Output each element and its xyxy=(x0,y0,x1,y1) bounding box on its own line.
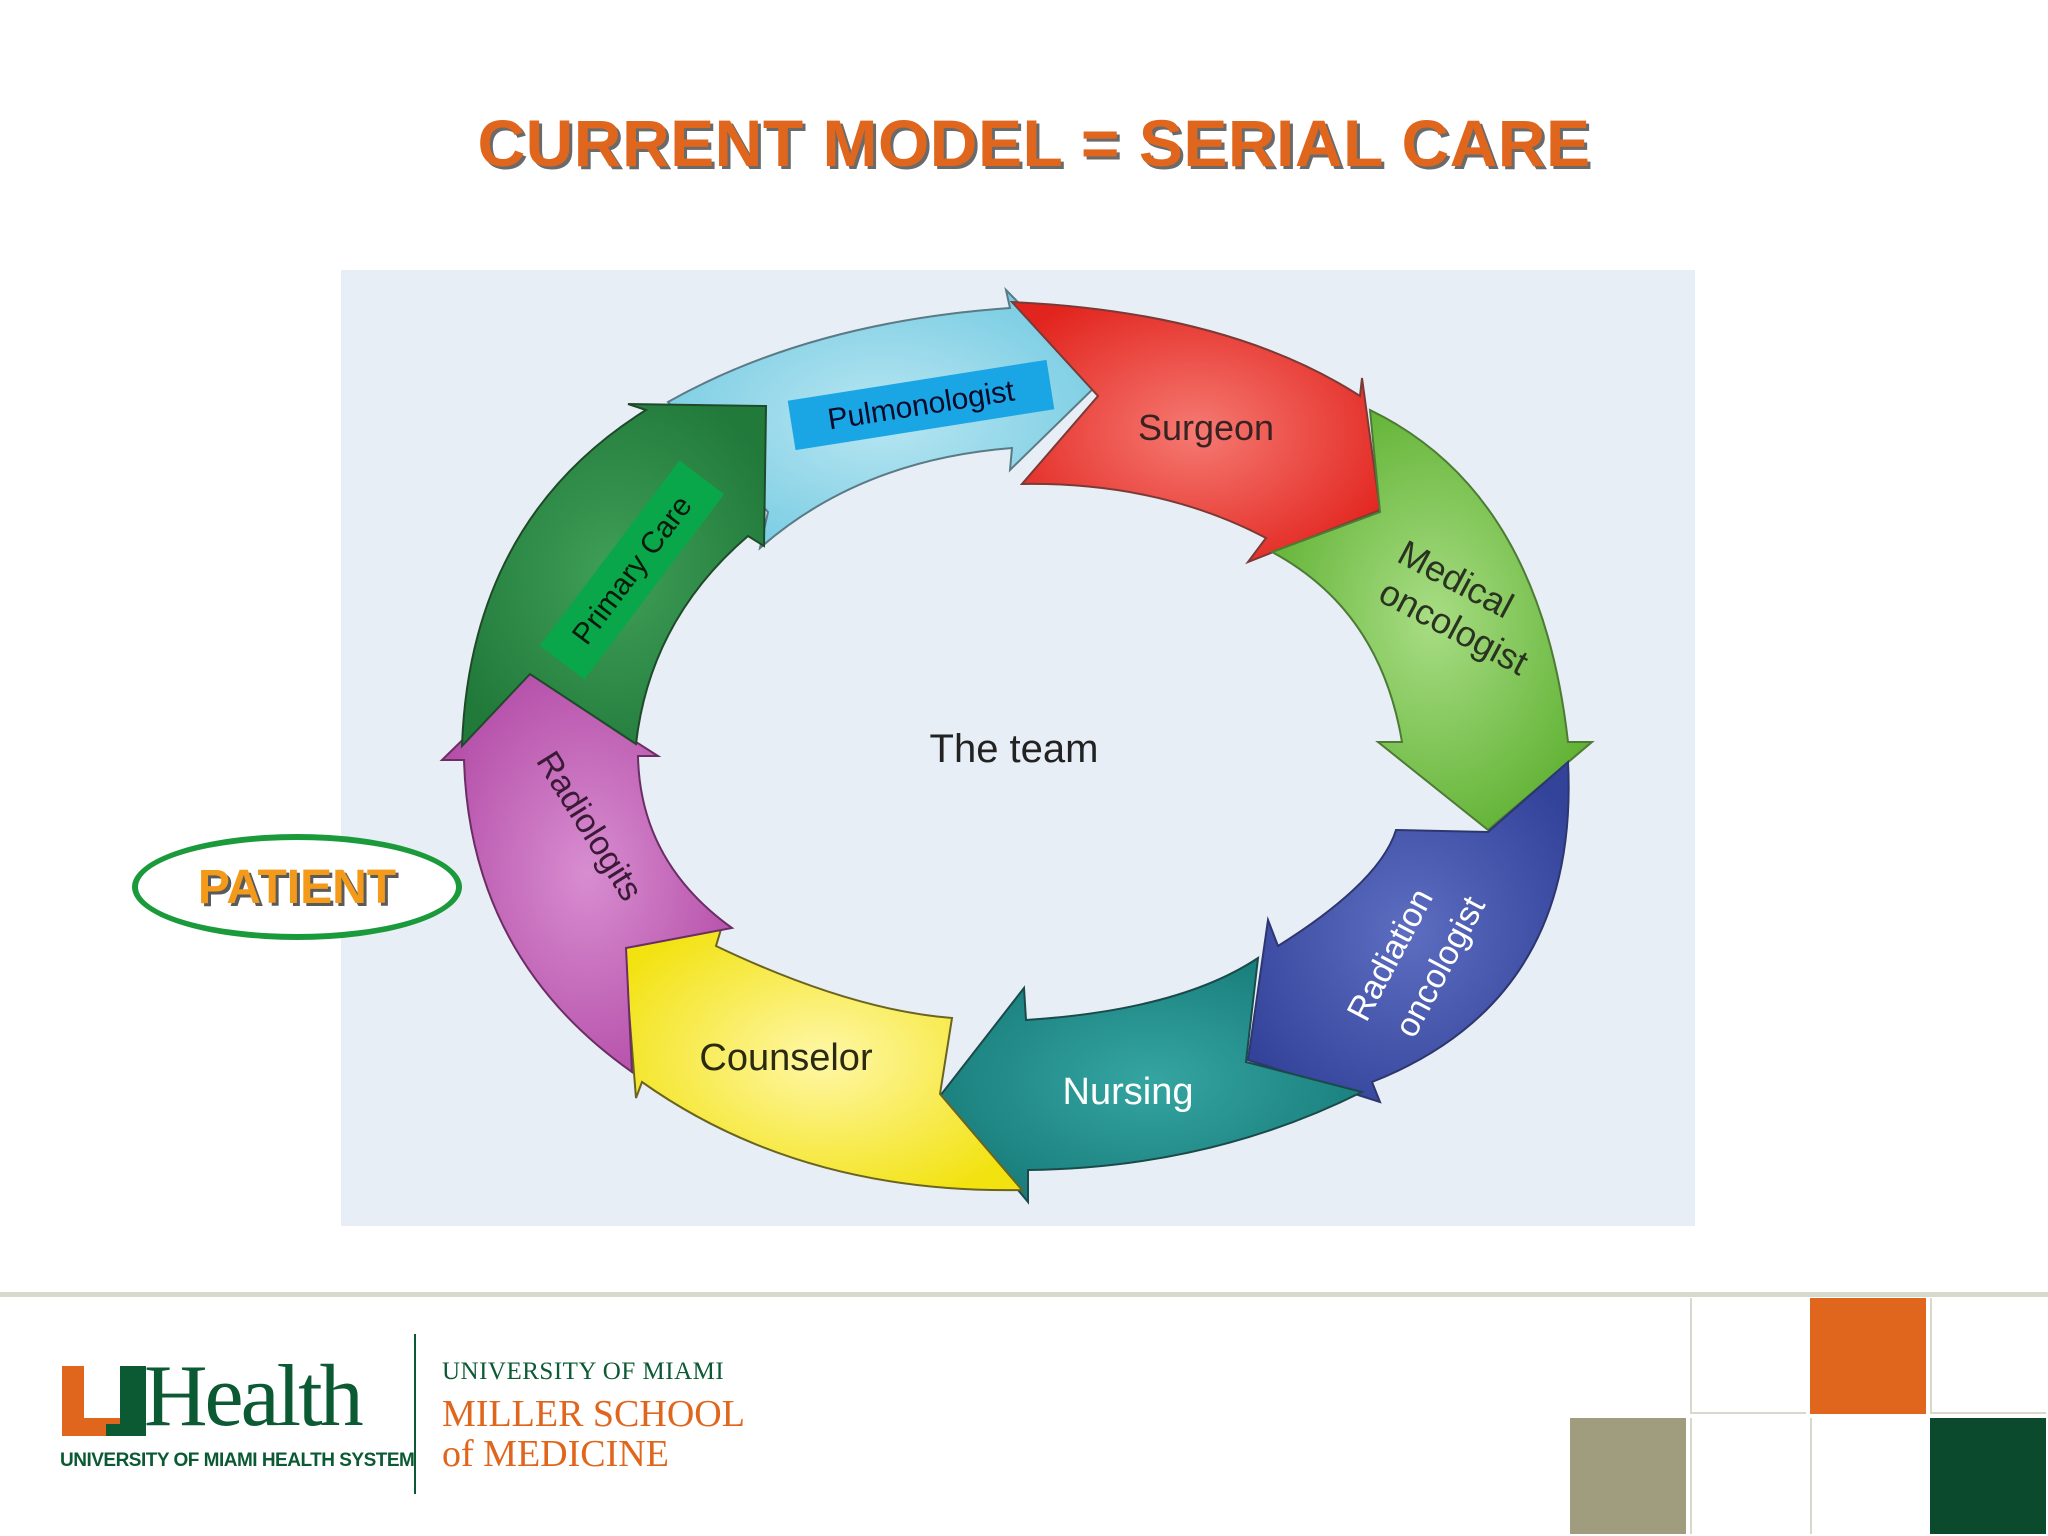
school-line-medicine: of MEDICINE xyxy=(442,1433,669,1475)
tile-dark-green xyxy=(1930,1418,2046,1534)
label-nursing: Nursing xyxy=(1063,1071,1194,1113)
school-line-miller: MILLER SCHOOL xyxy=(442,1393,745,1435)
arrow-radiation-oncologist xyxy=(1246,759,1570,1104)
tile-white-1 xyxy=(1690,1298,1806,1414)
patient-label: PATIENT xyxy=(197,860,397,914)
arrow-surgeon xyxy=(1009,300,1382,565)
uhealth-tagline: UNIVERSITY OF MIAMI HEALTH SYSTEM xyxy=(60,1450,415,1471)
tile-orange xyxy=(1810,1298,1926,1414)
u-logo-icon xyxy=(62,1366,146,1436)
slide-title: CURRENT MODEL = SERIAL CARE xyxy=(477,106,1591,180)
patient-ellipse: PATIENT xyxy=(132,834,462,940)
arrow-radiologits xyxy=(439,672,735,1074)
footer-divider xyxy=(0,1292,2048,1297)
tile-white-4 xyxy=(1810,1418,1926,1534)
primary-care-highlight-box xyxy=(539,460,725,680)
arrow-counselor xyxy=(622,924,1025,1192)
miller-school-logo: UNIVERSITY OF MIAMI MILLER SCHOOL of MED… xyxy=(442,1358,842,1474)
logo-divider xyxy=(414,1334,416,1494)
uhealth-logo: Health UNIVERSITY OF MIAMI HEALTH SYSTEM xyxy=(60,1348,415,1478)
label-counselor: Counselor xyxy=(699,1037,873,1079)
school-line-university: UNIVERSITY OF MIAMI xyxy=(442,1358,725,1385)
label-the-team: The team xyxy=(930,727,1099,771)
pulmonologist-highlight-box xyxy=(787,359,1055,451)
uhealth-wordmark: Health xyxy=(144,1348,364,1445)
tile-white-3 xyxy=(1690,1418,1806,1534)
tile-tan xyxy=(1570,1418,1686,1534)
label-surgeon: Surgeon xyxy=(1138,407,1274,448)
arrow-medical-oncologist xyxy=(1269,408,1595,832)
tile-white-2 xyxy=(1930,1298,2046,1414)
